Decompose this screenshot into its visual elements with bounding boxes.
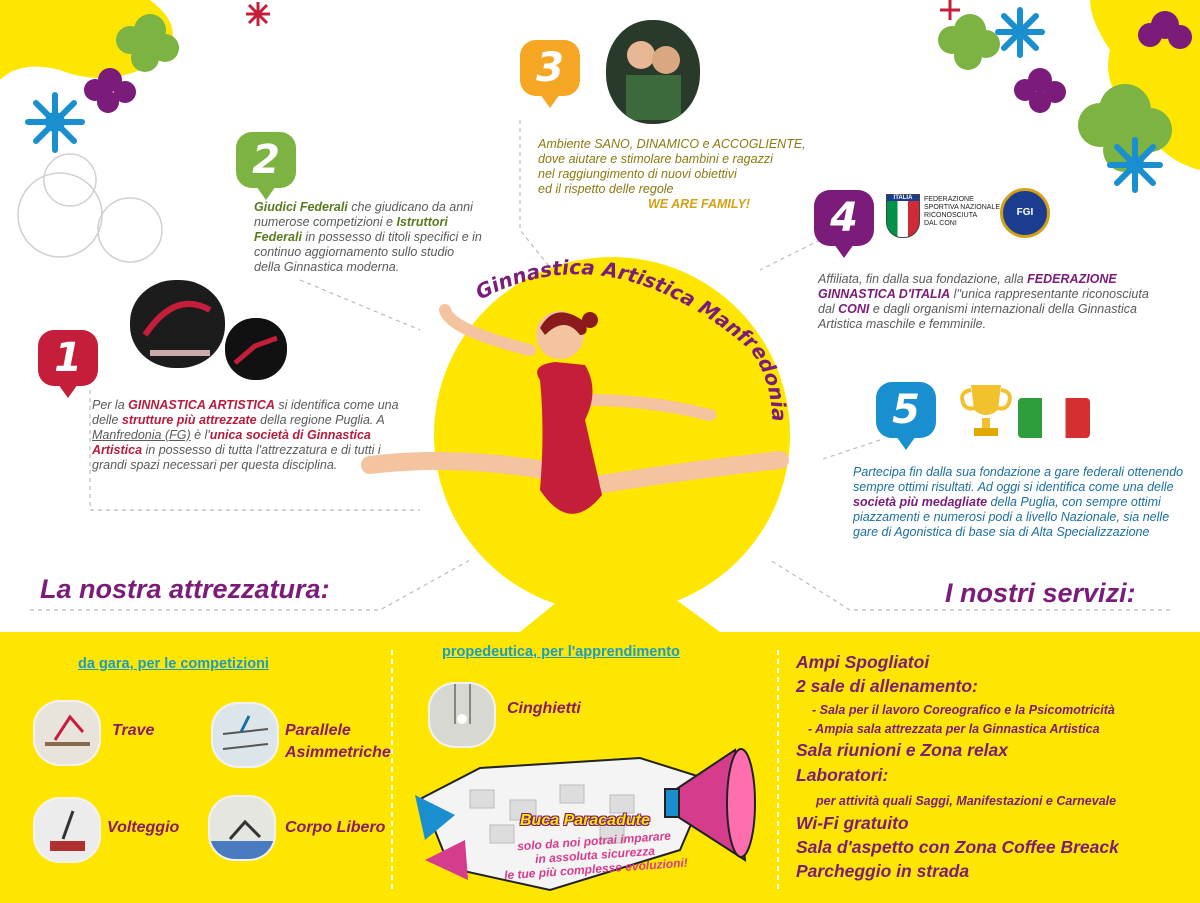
step-3-text: Ambiente SANO, DINAMICO e ACCOGLIENTE, d… — [538, 137, 806, 211]
learning-equipment-title: propedeutica, per l'apprendimento — [442, 644, 680, 660]
svg-text:Ginnastica Artistica Manfredon: Ginnastica Artistica Manfredonia — [472, 255, 792, 422]
volteggio-thumb — [33, 797, 101, 863]
trave-thumb — [33, 700, 101, 766]
corpo-libero-label: Corpo Libero — [285, 819, 386, 836]
italian-flag-icon — [1018, 398, 1090, 438]
competition-equipment-title: da gara, per le competizioni — [78, 656, 269, 672]
gymnast-illustration — [361, 304, 789, 514]
step-5-text: Partecipa fin dalla sua fondazione a gar… — [853, 465, 1184, 539]
title-arc: Ginnastica Artistica Manfredonia — [472, 255, 792, 422]
step-1-badge: 1 — [38, 330, 98, 398]
service-meeting-room: Sala riunioni e Zona relax — [796, 740, 1009, 760]
parallele-thumb — [211, 702, 279, 768]
foam-pit-illustration — [415, 748, 756, 892]
volteggio-label: Volteggio — [107, 819, 180, 836]
corpo-libero-thumb — [208, 795, 276, 861]
step-2-badge: 2 — [236, 132, 296, 200]
trave-label: Trave — [112, 722, 155, 739]
equipment-heading: La nostra attrezzatura: — [40, 574, 330, 604]
service-waiting-room: Sala d'aspetto con Zona Coffee Breack — [796, 837, 1119, 857]
services-heading: I nostri servizi: — [945, 578, 1136, 608]
trophy-icon — [960, 385, 1012, 436]
foam-pit-title: Buca Paracadute — [520, 812, 650, 829]
service-training-rooms: 2 sale di allenamento: — [796, 676, 978, 696]
service-training-room-a: - Sala per il lavoro Coreografico e la P… — [812, 703, 1115, 717]
page-title: Ginnastica Artistica Manfredonia — [472, 255, 792, 422]
step-1-text: Per la GINNASTICA ARTISTICA si identific… — [92, 398, 399, 472]
service-changing-rooms: Ampi Spogliatoi — [796, 652, 930, 672]
step-4-badge: 4 — [814, 190, 874, 258]
photo-gymnast-beam — [130, 280, 225, 368]
step-4-text: Affiliata, fin dalla sua fondazione, all… — [818, 272, 1149, 331]
photo-gymnast-leap — [225, 318, 287, 380]
service-training-room-b: - Ampia sala attrezzata per la Ginnastic… — [808, 722, 1100, 736]
service-parking: Parcheggio in strada — [796, 861, 970, 881]
step-3-badge: 3 — [520, 40, 580, 108]
step-2-text: Giudici Federali che giudicano da anni n… — [254, 200, 482, 274]
fgi-logo: FGI — [1000, 188, 1050, 238]
service-wifi: Wi-Fi gratuito — [796, 813, 909, 833]
service-labs-detail: per attività quali Saggi, Manifestazioni… — [816, 794, 1117, 808]
cinghietti-thumb — [428, 682, 496, 748]
photo-gymnasts-hug — [606, 20, 700, 124]
cinghietti-label: Cinghietti — [507, 700, 581, 717]
service-labs: Laboratori: — [796, 765, 889, 785]
step-5-badge: 5 — [876, 382, 936, 450]
italia-shield-logo: ITALIA — [886, 194, 920, 238]
